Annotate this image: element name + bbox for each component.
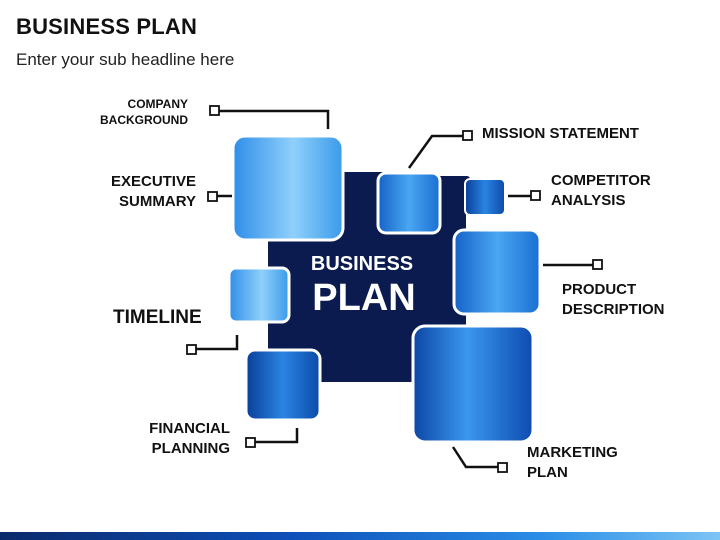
label-product-description: PRODUCT DESCRIPTION bbox=[562, 281, 665, 318]
endpoint-competitor-analysis bbox=[530, 190, 541, 201]
label-competitor-analysis: COMPETITOR ANALYSIS bbox=[551, 172, 651, 209]
center-title-line1: BUSINESS bbox=[311, 253, 413, 275]
label-timeline: TIMELINE bbox=[113, 307, 202, 328]
label-mission-statement: MISSION STATEMENT bbox=[482, 125, 639, 142]
endpoint-timeline bbox=[186, 344, 197, 355]
connectors bbox=[196, 109, 593, 469]
endpoint-company-background bbox=[209, 105, 220, 116]
connector-endpoints bbox=[186, 105, 603, 473]
label-marketing-plan: MARKETING PLAN bbox=[527, 444, 618, 481]
label-company-background: COMPANY BACKGROUND bbox=[100, 97, 188, 127]
footer-accent-bar bbox=[0, 532, 720, 540]
endpoint-financial-planning bbox=[245, 437, 256, 448]
label-executive-summary: EXECUTIVE SUMMARY bbox=[110, 173, 196, 210]
square-marketing-plan bbox=[411, 324, 535, 444]
square-financial-planning bbox=[244, 348, 322, 422]
slide-subtitle: Enter your sub headline here bbox=[16, 50, 235, 69]
endpoint-product-description bbox=[592, 259, 603, 270]
endpoint-executive-summary bbox=[207, 191, 218, 202]
endpoint-mission-statement bbox=[462, 130, 473, 141]
square-executive-summary bbox=[231, 134, 345, 242]
square-mission-statement bbox=[376, 171, 442, 235]
square-competitor-analysis bbox=[464, 178, 506, 216]
label-financial-planning: FINANCIAL PLANNING bbox=[149, 420, 230, 457]
endpoint-marketing-plan bbox=[497, 462, 508, 473]
slide-title: BUSINESS PLAN bbox=[16, 14, 198, 39]
square-product-description bbox=[452, 228, 542, 316]
square-timeline bbox=[227, 266, 291, 324]
center-title-line2: PLAN bbox=[312, 277, 415, 319]
